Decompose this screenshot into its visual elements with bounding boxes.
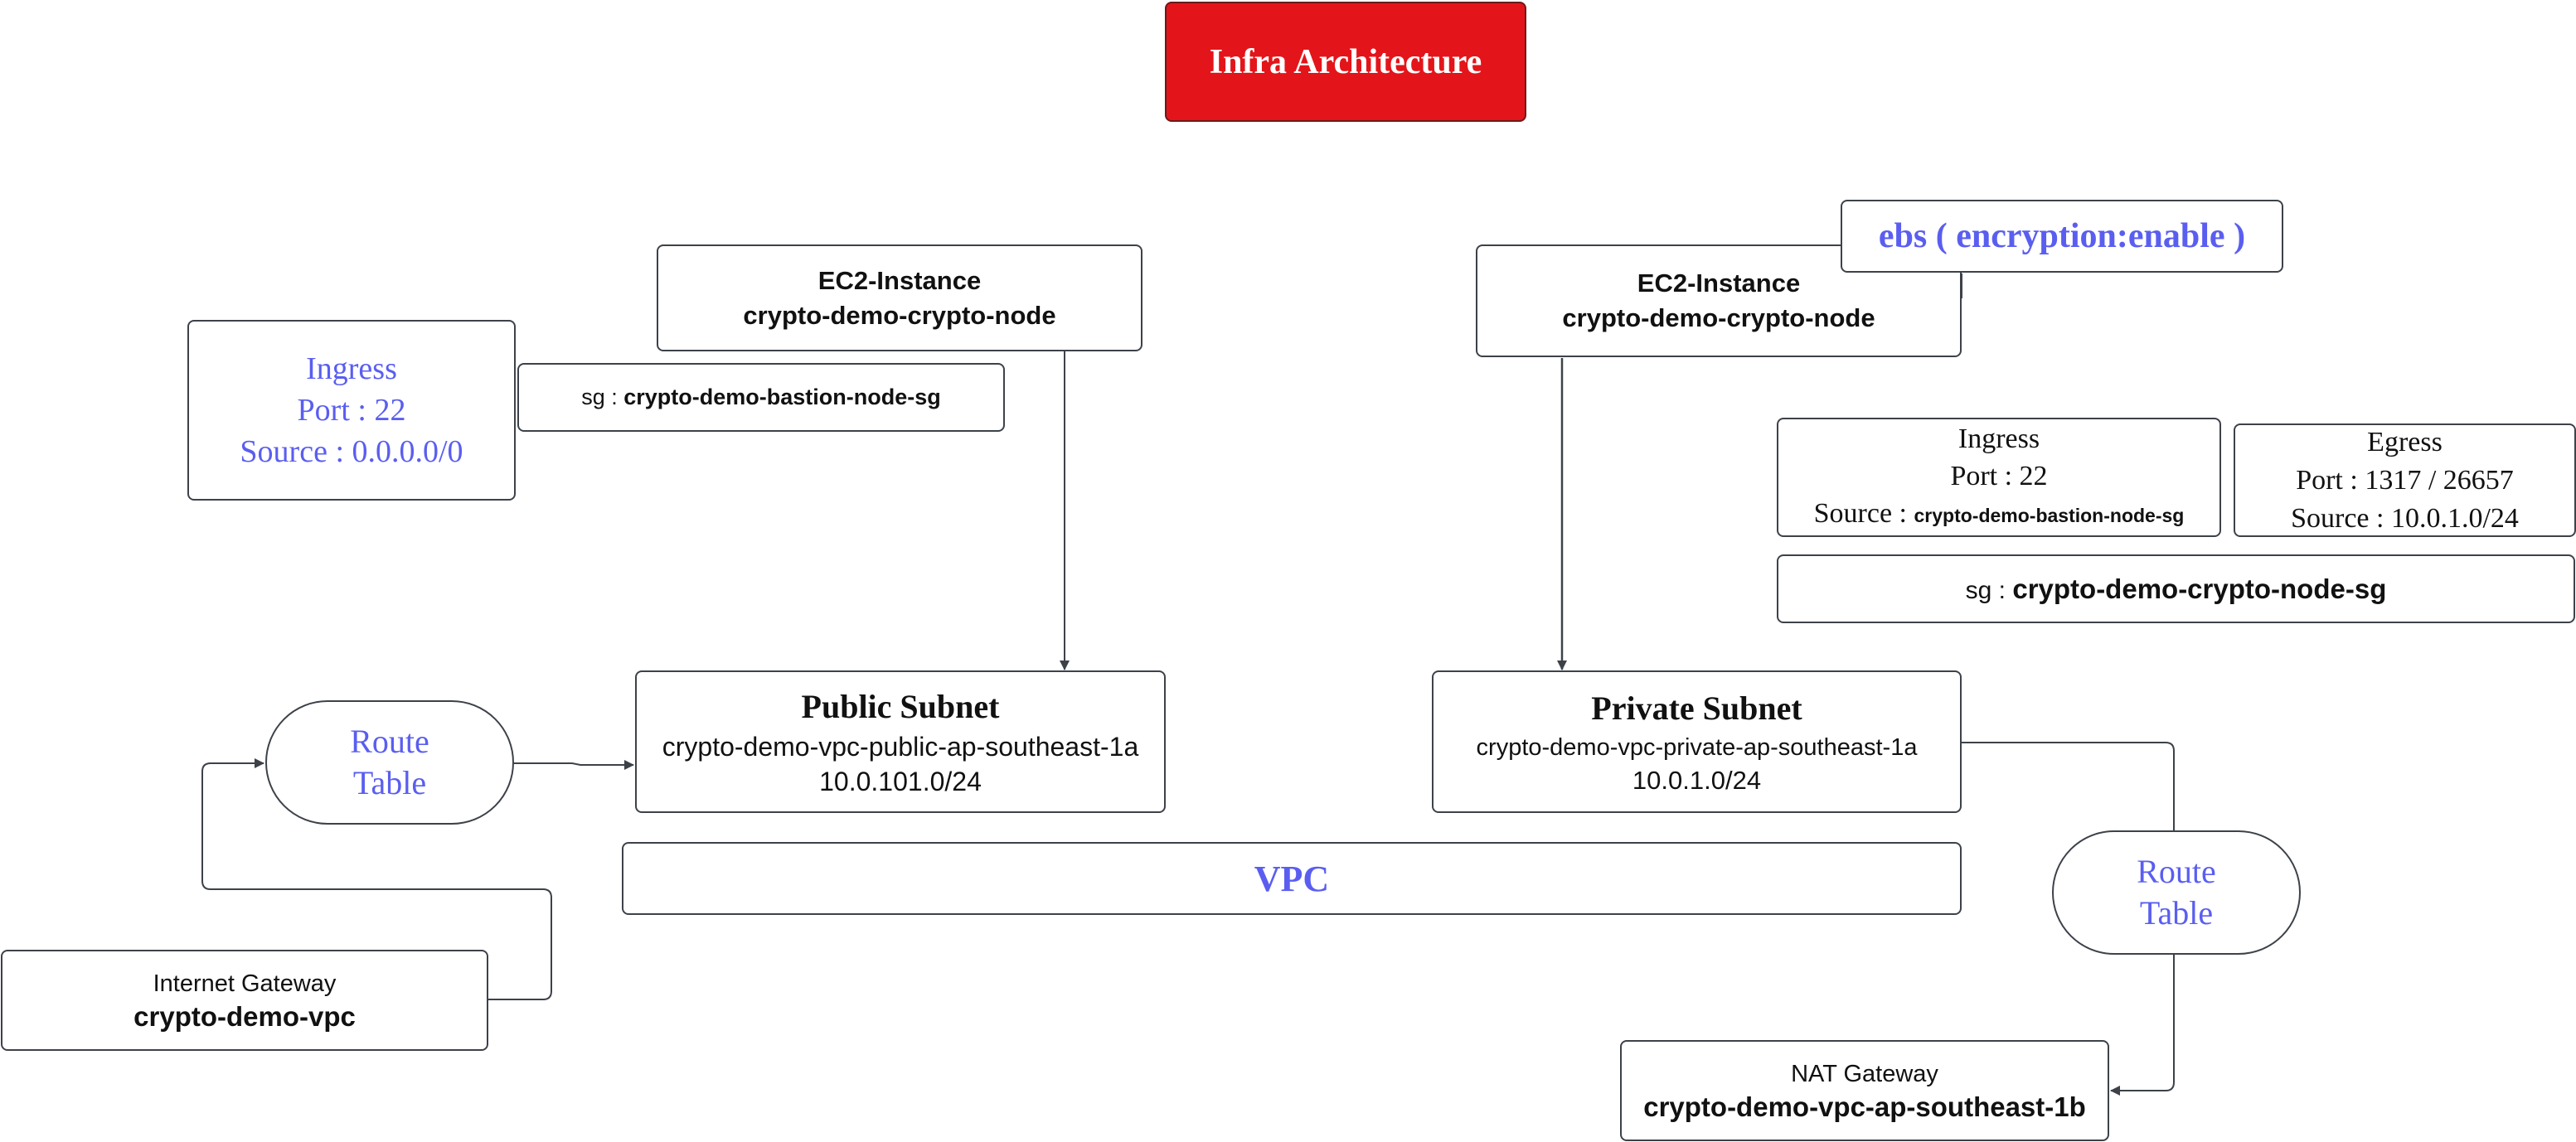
- ec2-public-node: EC2-Instance crypto-demo-crypto-node: [657, 244, 1142, 351]
- internet-gateway-label: Internet Gateway: [153, 970, 337, 997]
- node-sg-name: crypto-demo-crypto-node-sg: [2012, 573, 2387, 604]
- bastion-security-group: sg : crypto-demo-bastion-node-sg: [517, 363, 1005, 432]
- bastion-sg-name: crypto-demo-bastion-node-sg: [623, 385, 941, 409]
- ec2-private-label: EC2-Instance: [1637, 269, 1801, 298]
- public-subnet-title: Public Subnet: [801, 688, 1000, 725]
- public-subnet-name: crypto-demo-vpc-public-ap-southeast-1a: [662, 732, 1139, 762]
- route-table-public-line1: Route: [350, 723, 429, 760]
- edge-route-table-to-nat-gateway: [2110, 955, 2175, 1096]
- route-table-private: Route Table: [2052, 830, 2301, 955]
- ec2-public-label: EC2-Instance: [817, 265, 982, 295]
- node-ingress-source-prefix: Source :: [1813, 498, 1914, 529]
- node-egress-source: Source : 10.0.1.0/24: [2291, 502, 2519, 534]
- nat-gateway-name: crypto-demo-vpc-ap-southeast-1b: [1643, 1091, 2086, 1122]
- nat-gateway-label: NAT Gateway: [1791, 1061, 1938, 1087]
- ebs-encryption-box: ebs ( encryption:enable ): [1841, 200, 2283, 273]
- ec2-public-name: crypto-demo-crypto-node: [743, 300, 1056, 330]
- bastion-sg-prefix: sg :: [581, 385, 624, 409]
- node-ingress-rule: Ingress Port : 22 Source : crypto-demo-b…: [1777, 418, 2221, 537]
- node-egress-port: Port : 1317 / 26657: [2296, 464, 2514, 496]
- ec2-private-name: crypto-demo-crypto-node: [1562, 303, 1875, 332]
- private-subnet: Private Subnet crypto-demo-vpc-private-a…: [1432, 670, 1962, 813]
- bastion-ingress-port: Port : 22: [297, 393, 406, 428]
- private-subnet-cidr: 10.0.1.0/24: [1632, 766, 1762, 795]
- node-sg-line: sg : crypto-demo-crypto-node-sg: [1966, 573, 2387, 605]
- vpc-label: VPC: [1254, 858, 1330, 899]
- private-subnet-name: crypto-demo-vpc-private-ap-southeast-1a: [1476, 734, 1918, 761]
- node-ingress-source: Source : crypto-demo-bastion-node-sg: [1814, 495, 2185, 535]
- edge-private-subnet-to-route-table: [1962, 742, 2175, 830]
- edge-route-table-to-public-subnet: [514, 760, 634, 770]
- route-table-private-line1: Route: [2137, 853, 2216, 890]
- internet-gateway-name: crypto-demo-vpc: [133, 1001, 356, 1032]
- internet-gateway: Internet Gateway crypto-demo-vpc: [1, 950, 488, 1051]
- route-table-public-line2: Table: [352, 764, 427, 801]
- ec2-private-node: EC2-Instance crypto-demo-crypto-node: [1476, 244, 1962, 357]
- vpc-box: VPC: [622, 842, 1962, 915]
- edge-internet-gateway-to-route-table: [201, 758, 552, 1000]
- public-subnet: Public Subnet crypto-demo-vpc-public-ap-…: [635, 670, 1166, 813]
- node-security-group: sg : crypto-demo-crypto-node-sg: [1777, 554, 2575, 623]
- bastion-ingress-title: Ingress: [306, 351, 397, 386]
- node-ingress-port: Port : 22: [1950, 461, 2048, 491]
- private-subnet-title: Private Subnet: [1591, 690, 1802, 727]
- route-table-public: Route Table: [265, 700, 514, 825]
- route-table-private-line2: Table: [2139, 894, 2214, 932]
- bastion-ingress-rule: Ingress Port : 22 Source : 0.0.0.0/0: [187, 320, 516, 501]
- nat-gateway: NAT Gateway crypto-demo-vpc-ap-southeast…: [1620, 1040, 2109, 1141]
- ebs-encryption-text: ebs ( encryption:enable ): [1878, 217, 2246, 255]
- diagram-title: Infra Architecture: [1165, 2, 1526, 122]
- node-egress-rule: Egress Port : 1317 / 26657 Source : 10.0…: [2234, 423, 2576, 537]
- bastion-ingress-source: Source : 0.0.0.0/0: [240, 434, 463, 469]
- public-subnet-cidr: 10.0.101.0/24: [819, 767, 982, 796]
- node-egress-title: Egress: [2367, 426, 2443, 457]
- bastion-sg-line: sg : crypto-demo-bastion-node-sg: [581, 385, 941, 410]
- node-ingress-title: Ingress: [1957, 423, 2040, 454]
- node-sg-prefix: sg :: [1965, 576, 2013, 604]
- node-ingress-source-value: crypto-demo-bastion-node-sg: [1914, 505, 2185, 526]
- diagram-title-text: Infra Architecture: [1209, 42, 1482, 81]
